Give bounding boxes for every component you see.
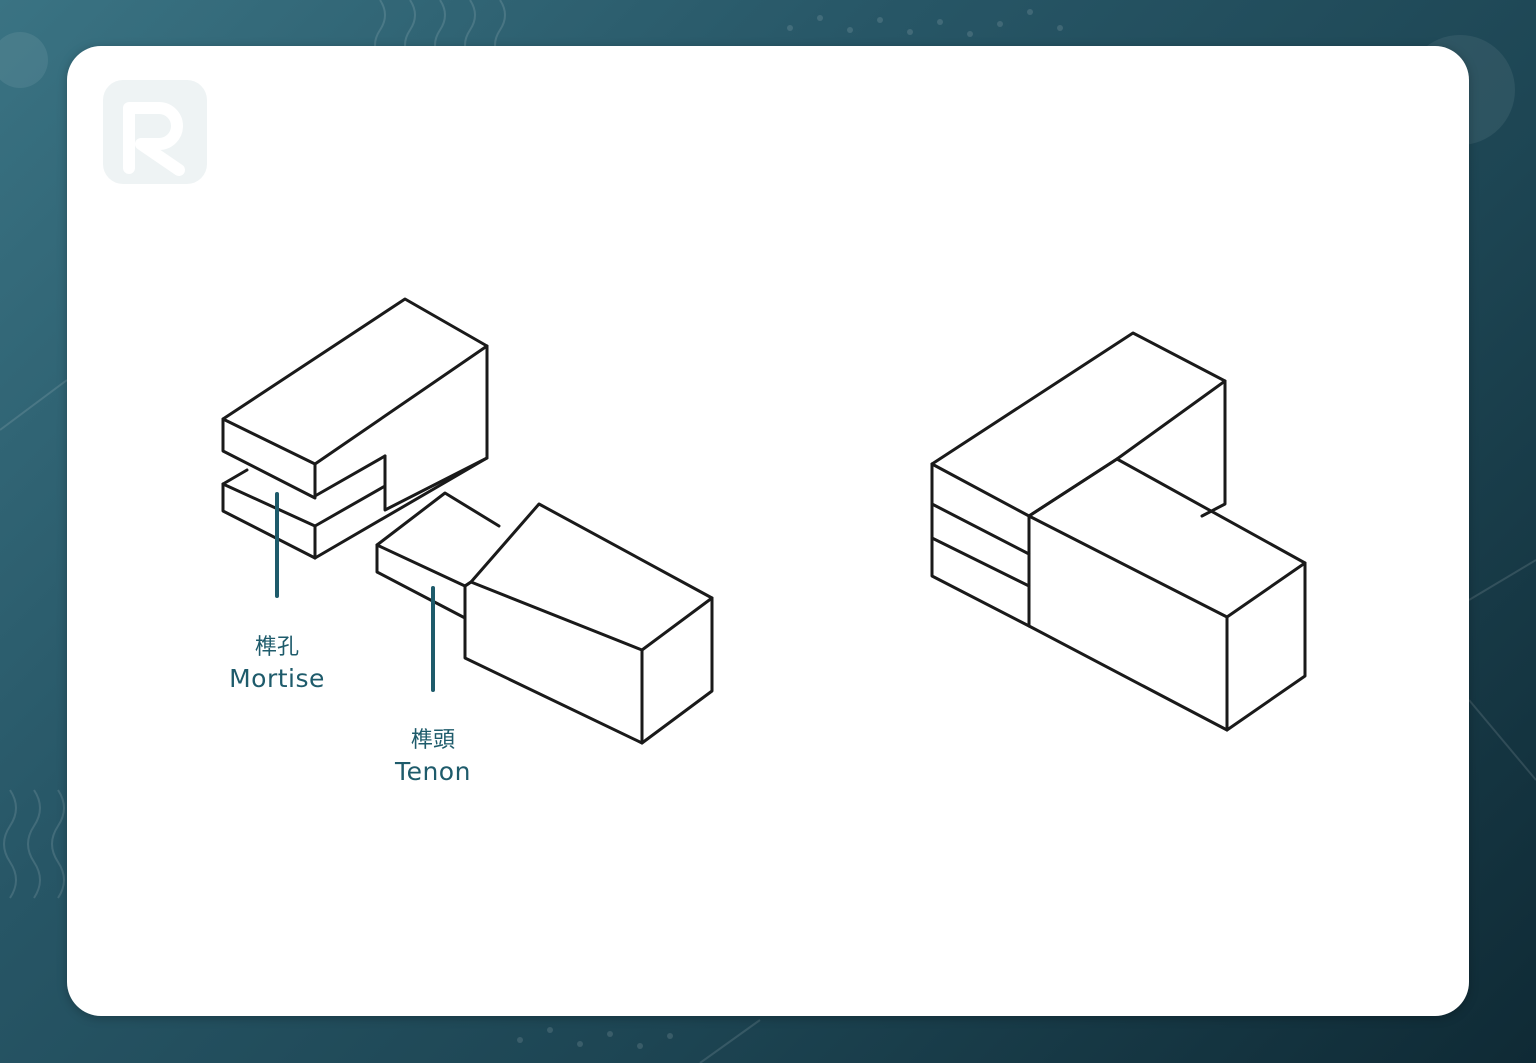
tenon-label-zh: 榫頭 (410, 728, 455, 753)
logo-mark (103, 80, 207, 184)
tenon-label: 榫頭 Tenon (363, 726, 503, 788)
diagram-card: 榫孔 Mortise 榫頭 Tenon (67, 46, 1469, 1016)
mortise-piece (221, 297, 489, 560)
mortise-label-zh: 榫孔 (254, 635, 299, 660)
assembled-joint (930, 331, 1307, 732)
mortise-label-en: Mortise (229, 664, 325, 693)
tenon-label-en: Tenon (395, 757, 471, 786)
mortise-label: 榫孔 Mortise (207, 633, 347, 695)
tenon-piece (375, 491, 714, 745)
mortise-tenon-diagram (221, 297, 1307, 745)
